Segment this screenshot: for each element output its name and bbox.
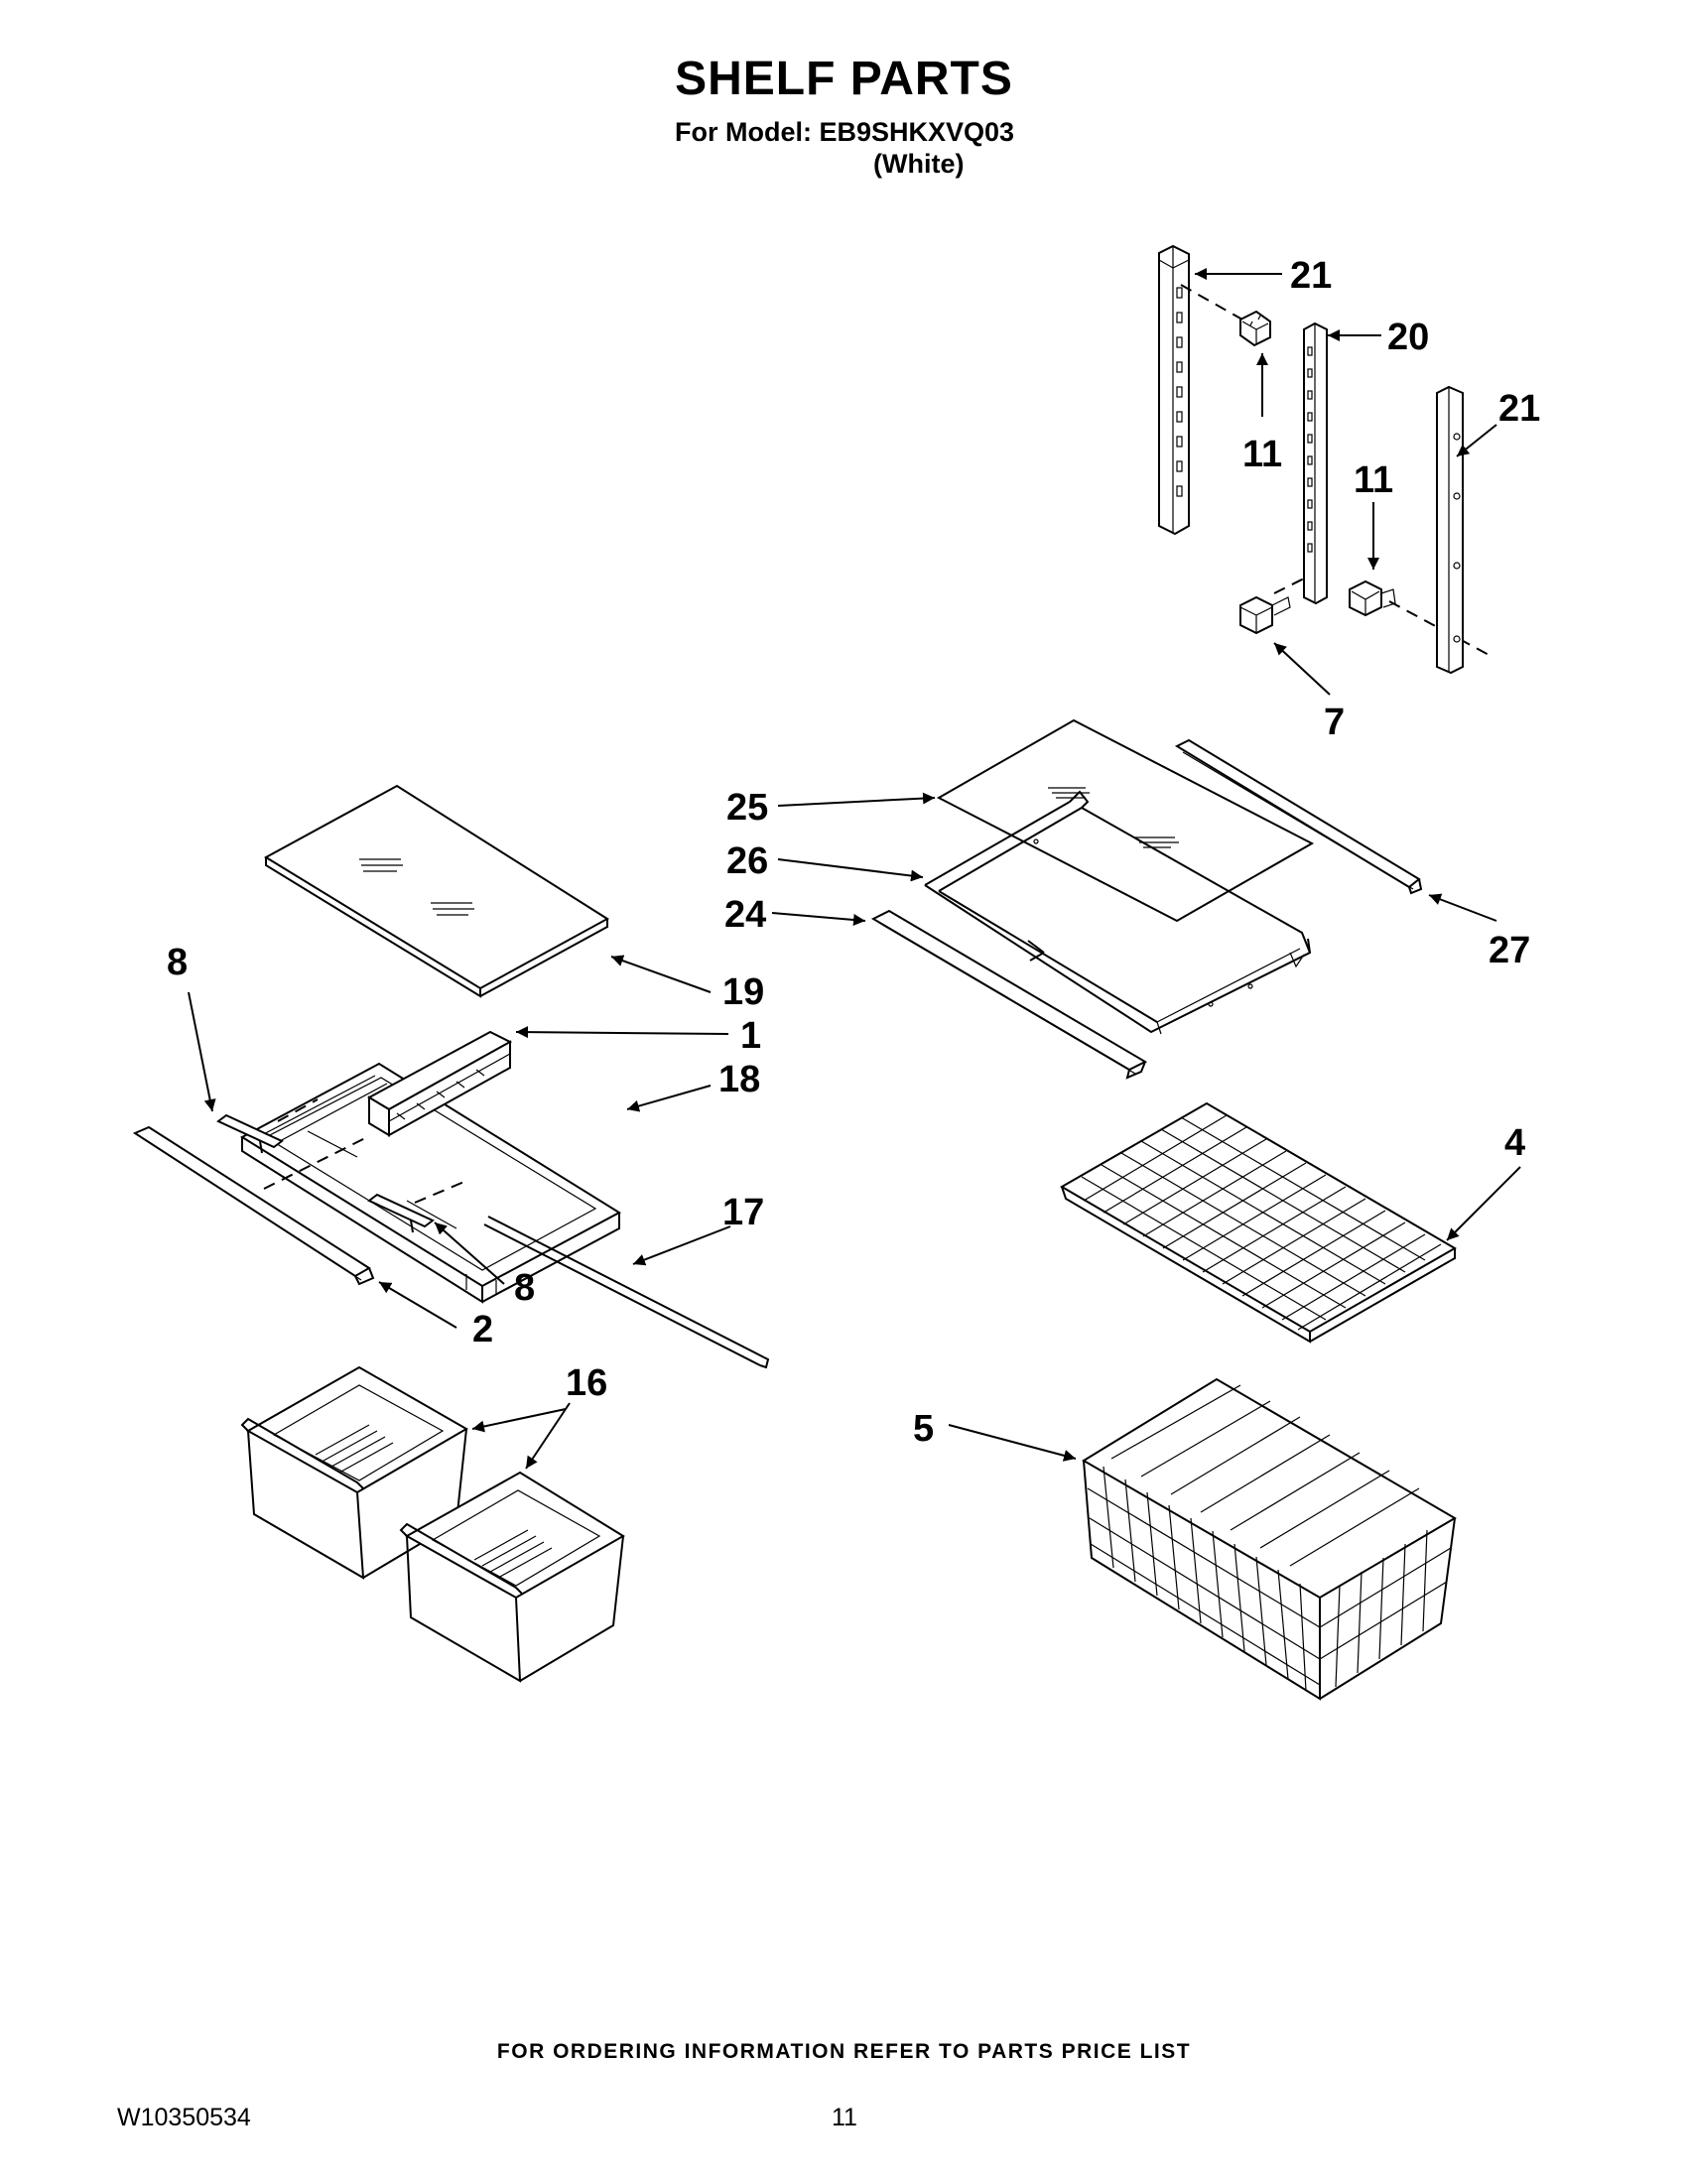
crisper-front-trim [132,1125,375,1286]
crisper-rod [483,1216,770,1369]
callout-24-front-trim: 24 [724,894,766,936]
callout-17-rod: 17 [722,1192,764,1233]
callout-labels: 21 20 21 11 11 7 25 26 24 27 8 19 1 18 1… [167,255,1540,1450]
crisper-divider-right [367,1193,435,1233]
callout-1-slide-cover: 1 [740,1015,761,1057]
shelf-rail-right [1436,385,1464,675]
glass-shelf-upper [936,718,1315,923]
leader-lines [188,268,1521,1470]
callout-27-rear-trim: 27 [1489,930,1530,971]
crisper-divider-left [216,1113,284,1154]
callout-8-divider-right: 8 [514,1267,535,1309]
callout-26-shelf-frame: 26 [726,840,768,882]
callout-19-glass-shelf: 19 [722,971,764,1013]
screw-upper [1239,310,1271,347]
callout-25-glass-shelf: 25 [726,787,768,829]
shelf-rail-left [1158,244,1190,536]
shelf-rear-trim [1174,738,1423,895]
shelf-front-trim [870,909,1148,1080]
shelf-rail-center [1303,321,1328,605]
callout-4-wire-shelf: 4 [1504,1122,1525,1164]
model-number: For Model: EB9SHKXVQ03 [675,117,1015,147]
callout-18-cover-frame: 18 [718,1059,760,1100]
page-title: SHELF PARTS [675,53,1013,105]
wire-shelf [1060,1101,1457,1344]
callout-20-center-rail: 20 [1387,317,1429,358]
shelf-frame [924,790,1312,1035]
wire-basket [1082,1377,1457,1701]
callout-8-divider-left: 8 [167,942,188,983]
page-number: 11 [832,2104,857,2131]
ordering-note: FOR ORDERING INFORMATION REFER TO PARTS … [496,2040,1192,2063]
crisper-drawer-left [240,1365,468,1580]
callout-21-right-rail: 21 [1498,388,1540,430]
callout-11-upper-screw: 11 [1242,434,1282,475]
crisper-drawer-right [399,1471,625,1683]
callout-16-crisper-drawers: 16 [566,1362,607,1404]
document-number: W10350534 [117,2104,251,2131]
callout-5-wire-basket: 5 [913,1408,934,1450]
model-color: (White) [873,149,965,179]
callout-7-screw: 7 [1324,702,1345,743]
crisper-cover-frame [240,1062,621,1304]
screw-lower-right [1349,579,1396,617]
screw-lower-left [1239,595,1291,635]
callout-11-lower-screw: 11 [1354,459,1393,501]
crisper-slide-cover [366,1030,513,1137]
callout-21-left-rail: 21 [1290,255,1332,297]
callout-2-front-trim: 2 [472,1309,493,1350]
glass-shelf-lower [264,784,609,998]
